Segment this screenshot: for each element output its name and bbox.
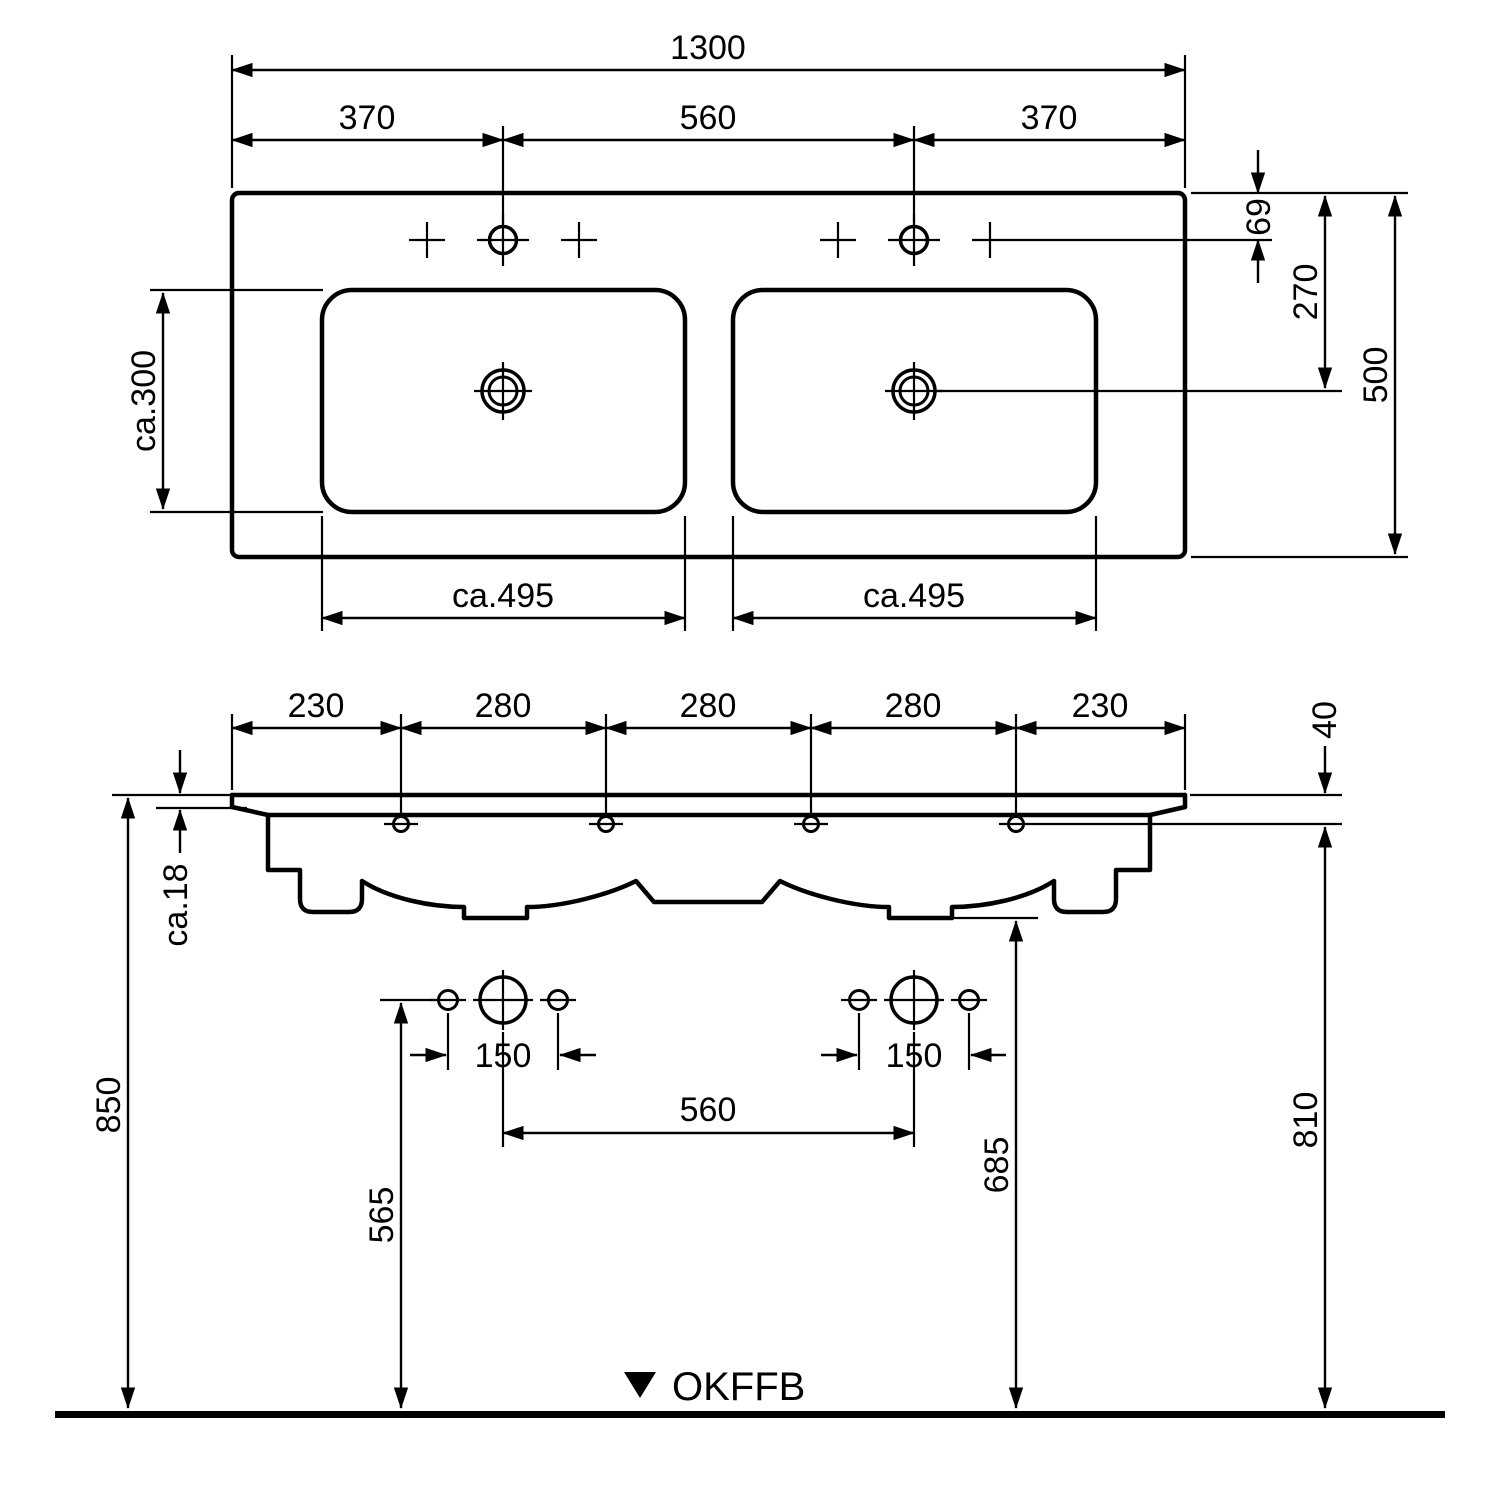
dim-mounting-hole-spacing: 230 280 280 280 230 <box>230 687 1187 814</box>
hole-offset-label: 280 <box>885 687 942 725</box>
washbasin-top-outline <box>229 190 1188 560</box>
hole-offset-label: 230 <box>288 687 345 725</box>
dim-overall-depth: 500 <box>1357 195 1403 555</box>
dim-bowl-width-right: ca.495 <box>731 516 1098 631</box>
floor-reference: OKFFB <box>624 1365 805 1409</box>
dim-mounting-hole-height: 810 <box>1287 826 1333 1409</box>
dim-rim-height: 850 <box>90 797 136 1409</box>
dim-slab-thickness: ca.18 <box>157 750 195 947</box>
dim-rim-to-drain: 270 <box>1287 195 1333 389</box>
right-taphole-offset-label: 370 <box>1021 99 1078 137</box>
left-taphole-offset-label: 370 <box>339 99 396 137</box>
underside-height-label: 685 <box>978 1137 1016 1194</box>
rim-to-drain-label: 270 <box>1287 264 1325 321</box>
fixing-hole-height-label: 565 <box>363 1187 401 1244</box>
hole-offset-label: 280 <box>680 687 737 725</box>
rim-to-taphole-label: 69 <box>1240 198 1278 236</box>
slab-thickness-label: ca.18 <box>157 863 195 946</box>
left-drain <box>474 362 532 420</box>
slab-bottom-edge <box>229 804 1188 818</box>
dim-overall-width: 1300 <box>230 29 1187 188</box>
taphole-distance-label: 560 <box>680 99 737 137</box>
mounting-holes <box>384 815 1342 833</box>
left-taphole-group <box>409 214 597 266</box>
bowl-width-left-label: ca.495 <box>452 577 554 615</box>
rim-to-holes-label: 40 <box>1306 701 1344 739</box>
right-bowl <box>730 287 1099 515</box>
rim-height-label: 850 <box>90 1077 128 1134</box>
right-drain <box>885 362 1342 420</box>
drain-distance-label: 560 <box>680 1091 737 1129</box>
front-view: 230 280 280 280 230 <box>55 687 1445 1418</box>
body-outline <box>265 812 1153 921</box>
washbasin-front-profile <box>229 792 1188 921</box>
hole-offset-label: 230 <box>1072 687 1129 725</box>
overall-depth-label: 500 <box>1357 347 1395 404</box>
right-fixing-hole-group <box>841 970 987 1030</box>
left-fixing-hole-group <box>430 970 576 1030</box>
top-view: 1300 370 560 370 <box>125 29 1408 631</box>
floor-reference-label: OKFFB <box>672 1365 805 1409</box>
left-bowl <box>319 287 688 515</box>
dim-rim-to-taphole: 69 <box>1240 150 1278 283</box>
dim-drain-distance: 560 <box>501 1032 916 1147</box>
mounting-hole-height-label: 810 <box>1287 1092 1325 1149</box>
dim-bowl-width-left: ca.495 <box>320 516 687 631</box>
bowl-width-right-label: ca.495 <box>863 577 965 615</box>
hole-offset-label: 280 <box>475 687 532 725</box>
dim-underside-height: 685 <box>953 916 1038 1409</box>
overall-width-label: 1300 <box>670 29 746 67</box>
dim-bowl-depth: ca.300 <box>125 288 323 514</box>
dim-taphole-spacing: 370 560 370 <box>231 99 1186 223</box>
dim-fixing-hole-height: 565 <box>363 998 434 1409</box>
floor-reference-triangle-icon <box>624 1372 656 1398</box>
bowl-depth-label: ca.300 <box>125 350 163 452</box>
right-taphole-group <box>820 214 1272 266</box>
dim-rim-to-mounting-holes: 40 <box>1306 701 1344 794</box>
floor-line <box>55 1411 1445 1418</box>
